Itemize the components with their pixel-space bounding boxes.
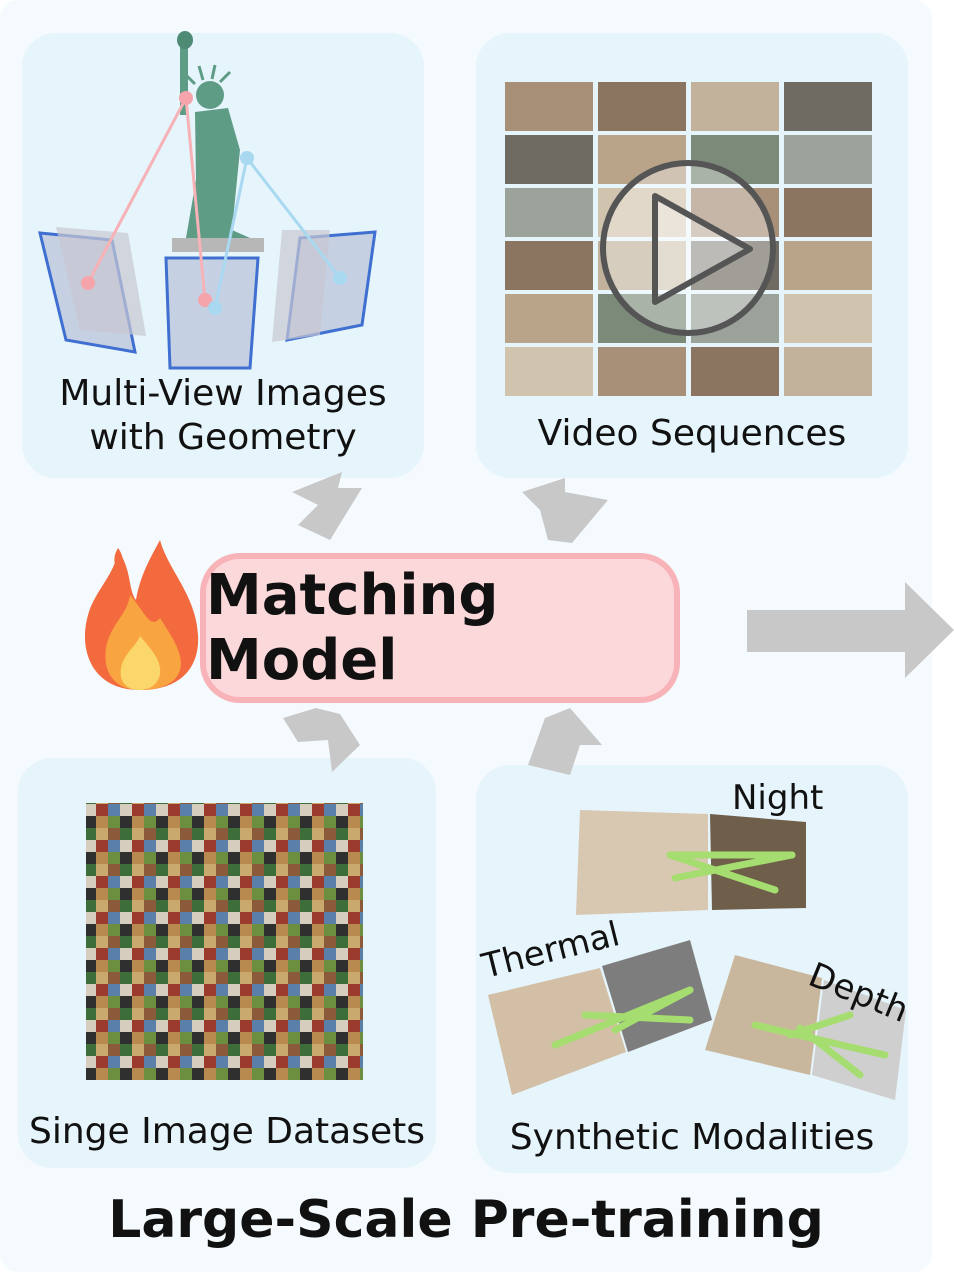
matching-model-label: Matching Model — [206, 563, 499, 693]
video-thumbnail — [505, 135, 593, 184]
arrow-from-video — [522, 478, 608, 543]
video-thumbnail — [598, 347, 686, 396]
fire-icon — [84, 540, 199, 690]
video-thumbnail — [505, 294, 593, 343]
single-image-label: Singe Image Datasets — [28, 1111, 426, 1152]
thermal-pair — [488, 940, 712, 1095]
video-thumbnail — [505, 347, 593, 396]
video-thumbnail — [505, 188, 593, 237]
footer-title: Large-Scale Pre-training — [108, 1190, 824, 1250]
video-thumbnail — [784, 294, 872, 343]
video-thumbnail — [505, 82, 593, 131]
statue-image — [172, 31, 264, 252]
video-thumbnail — [598, 82, 686, 131]
camera-frame-shadows — [56, 227, 330, 342]
night-pair — [576, 810, 806, 915]
keypoints — [81, 91, 347, 315]
depth-pair — [705, 955, 906, 1100]
play-icon — [600, 160, 776, 336]
image-mosaic — [86, 803, 363, 1080]
multiview-label: Multi-View Images with Geometry — [59, 373, 387, 458]
video-label: Video Sequences — [537, 413, 847, 454]
video-thumbnail — [784, 347, 872, 396]
video-frame-grid — [505, 82, 872, 396]
output-arrow — [747, 582, 954, 678]
night-tag: Night — [732, 778, 824, 818]
video-thumbnail — [784, 241, 872, 290]
arrow-from-single — [283, 708, 360, 772]
video-thumbnail — [784, 82, 872, 131]
correspondence-rays — [86, 97, 342, 309]
video-thumbnail — [784, 188, 872, 237]
video-thumbnail — [784, 135, 872, 184]
video-thumbnail — [691, 347, 779, 396]
video-thumbnail — [691, 82, 779, 131]
matching-model-box: Matching Model — [200, 553, 680, 703]
arrow-from-multiview — [292, 472, 362, 540]
video-thumbnail — [505, 241, 593, 290]
arrow-from-synthetic — [528, 708, 602, 775]
synthetic-label: Synthetic Modalities — [509, 1117, 875, 1158]
